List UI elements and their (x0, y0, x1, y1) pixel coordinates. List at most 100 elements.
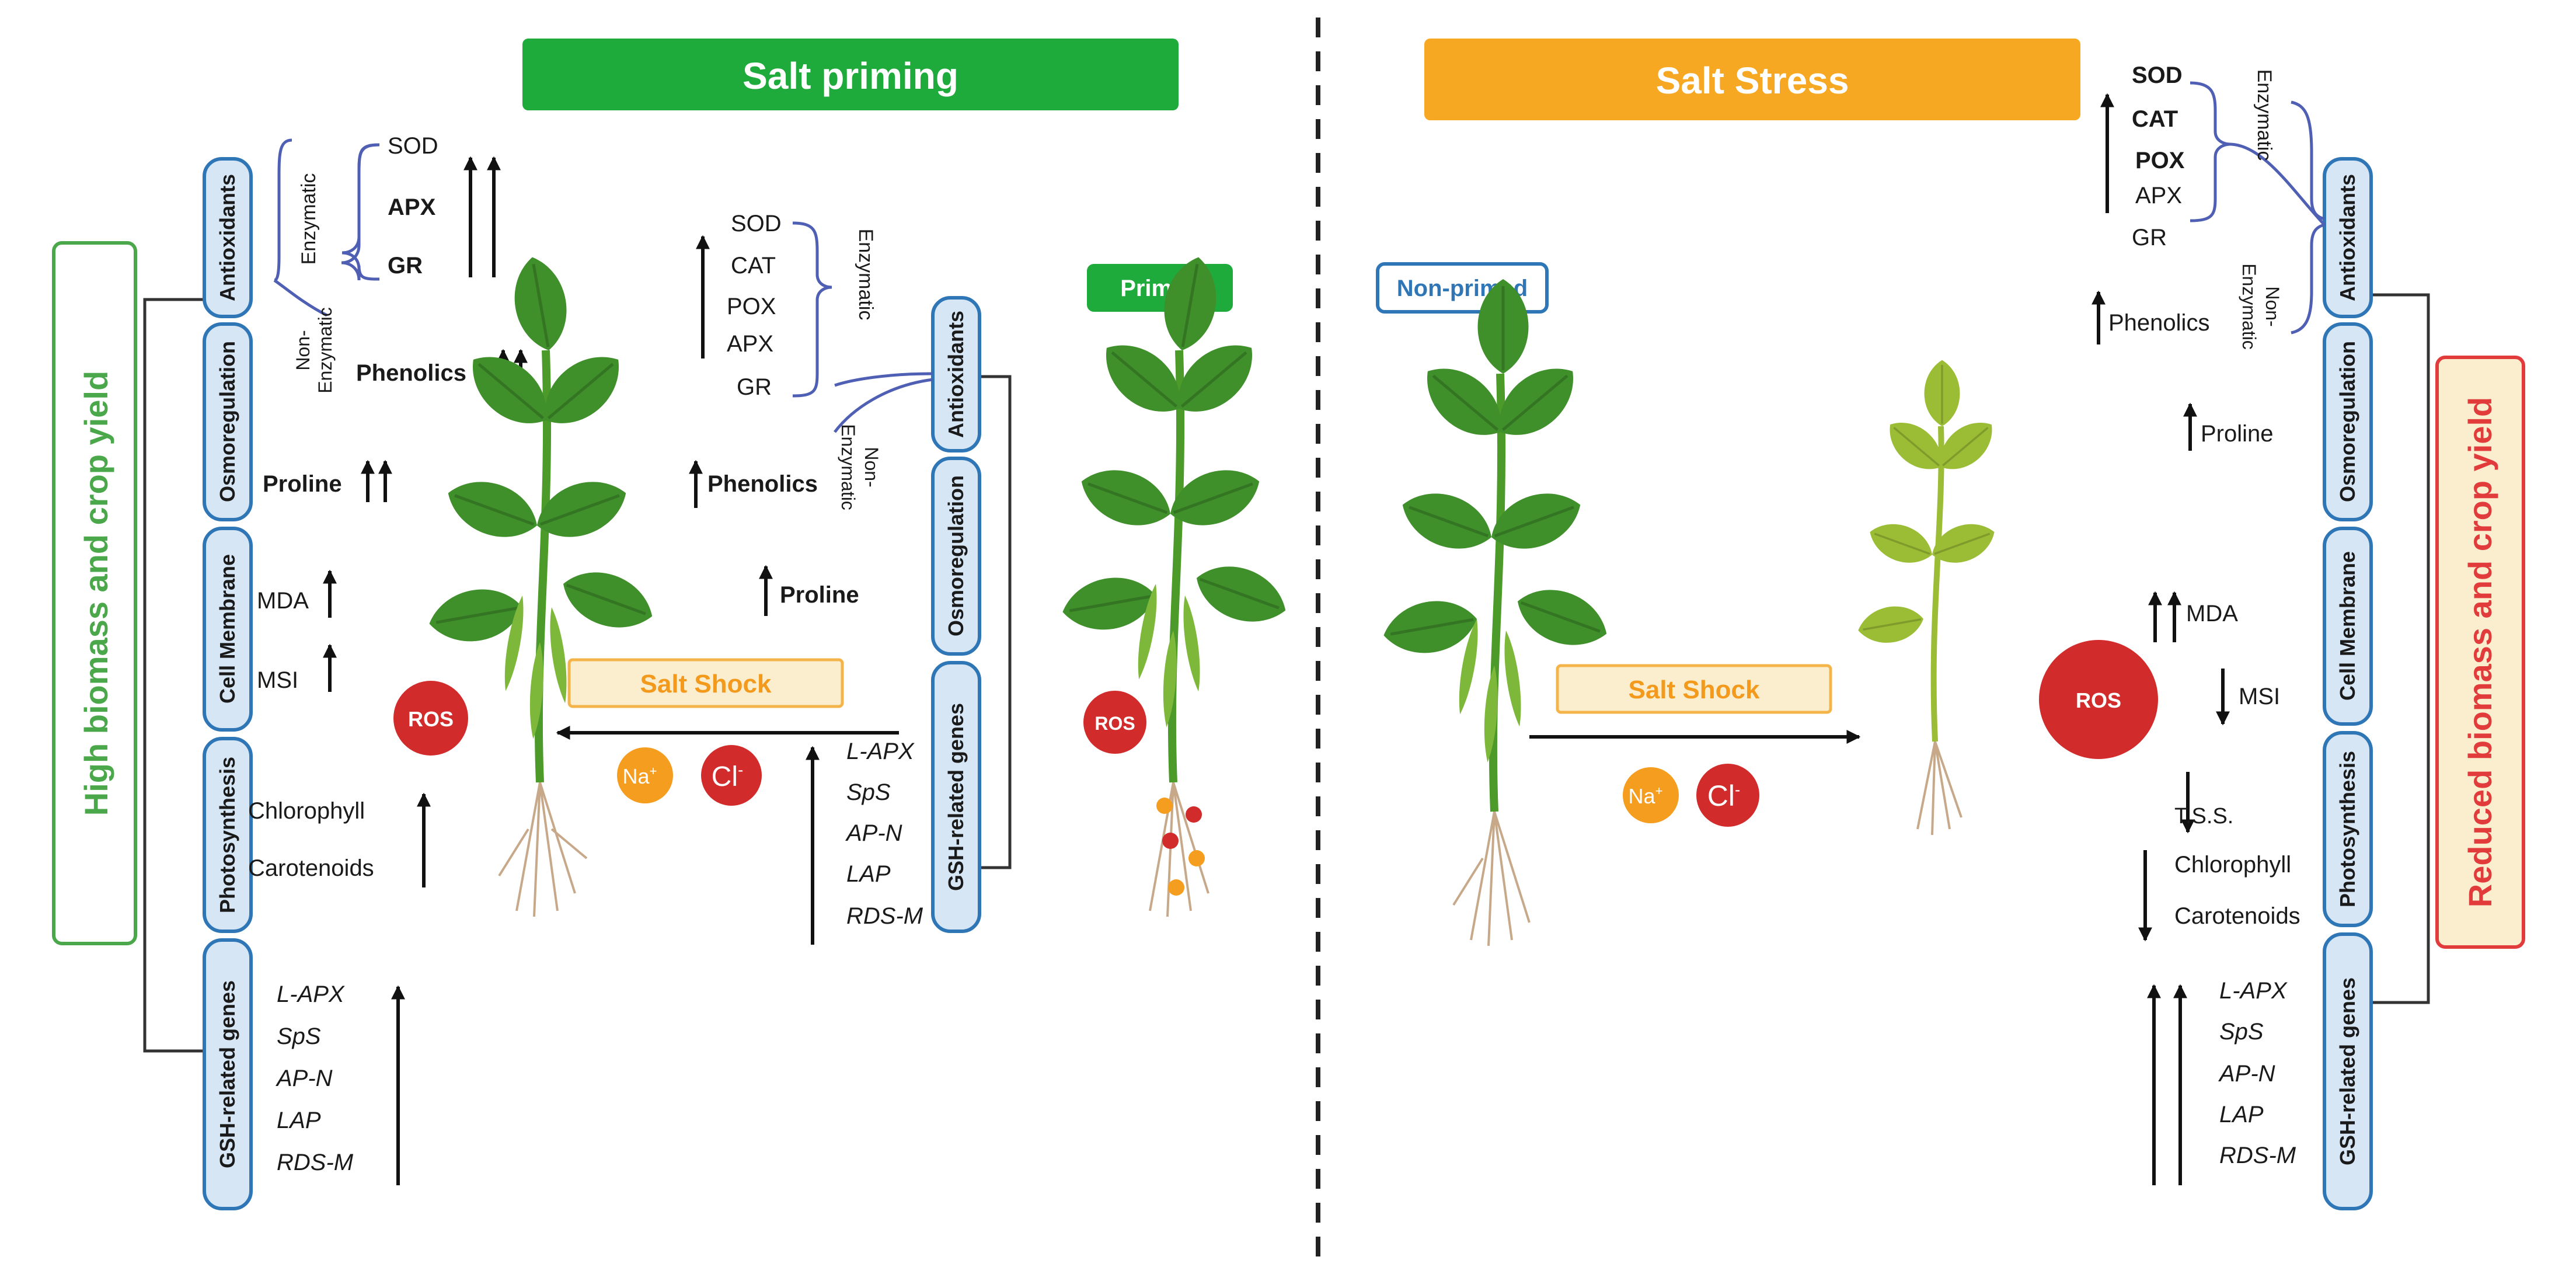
category-osmoregulation: Osmoregulation (2323, 322, 2373, 521)
enzyme-sod: SOD (2132, 62, 2183, 88)
gene-item: LAP (277, 1108, 321, 1133)
right-salt-shock-box: Salt Shock (1556, 664, 1832, 714)
gene-item: AP-N (2218, 1061, 2275, 1087)
svg-text:Salt priming: Salt priming (743, 55, 958, 97)
enzyme-pox: POX (2135, 148, 2185, 173)
chlorophyll-label: Chlorophyll (2174, 852, 2291, 878)
stressed-plant-illustration (1854, 358, 2005, 836)
svg-text:GSH-related genes: GSH-related genes (944, 703, 968, 891)
na-ion: Na+ (1623, 767, 1679, 823)
tss-label: T.S.S. (2174, 804, 2233, 829)
category-gsh-genes: GSH-related genes (931, 661, 981, 933)
right-gene-list: L-APX SpS AP-N LAP RDS-M (2218, 978, 2296, 1168)
non-label: Non- (861, 447, 882, 487)
ros-marker: ROS (2039, 640, 2158, 759)
gene-item: RDS-M (846, 903, 923, 929)
proline-label: Proline (263, 471, 342, 497)
salt-stress-header: Salt Stress (1424, 39, 2080, 120)
enzymatic-label: Enzymatic (855, 229, 877, 321)
msi-label: MSI (257, 667, 298, 693)
svg-text:ROS: ROS (2076, 688, 2121, 712)
enzymatic-label: Enzymatic (298, 173, 320, 265)
enzymatic-label: Enzymatic (315, 307, 336, 394)
msi-label: MSI (2239, 684, 2280, 709)
enzyme-sod: SOD (731, 211, 782, 236)
non-label: Non- (2262, 286, 2283, 326)
svg-text:Osmoregulation: Osmoregulation (215, 341, 239, 502)
gene-item: SpS (277, 1024, 321, 1049)
middle-category-column: Antioxidants Osmoregulation GSH-related … (931, 296, 981, 933)
svg-text:GSH-related genes: GSH-related genes (2336, 977, 2359, 1165)
phenolics-label: Phenolics (2108, 310, 2209, 336)
cl-ion: Cl- (701, 745, 762, 806)
enzymatic-label: Enzymatic (2253, 69, 2275, 161)
gene-item: LAP (846, 861, 891, 887)
svg-text:Salt Shock: Salt Shock (1629, 676, 1760, 704)
category-photosynthesis: Photosynthesis (2323, 731, 2373, 927)
left-category-column: Antioxidants Osmoregulation Cell Membran… (203, 157, 253, 1210)
carotenoids-label: Carotenoids (248, 855, 374, 881)
gene-item: RDS-M (2219, 1143, 2296, 1168)
svg-text:Cl-: Cl- (712, 761, 744, 792)
middle-gene-list: L-APX SpS AP-N LAP RDS-M (845, 739, 923, 929)
chlorophyll-label: Chlorophyll (248, 798, 365, 824)
enzyme-sod: SOD (388, 133, 438, 159)
reduced-yield-label: Reduced biomass and crop yield (2435, 356, 2525, 949)
ros-marker: ROS (1083, 691, 1146, 754)
middle-connector (979, 375, 1012, 869)
svg-text:Na+: Na+ (623, 764, 657, 788)
cl-ion: Cl- (1696, 764, 1759, 827)
primed-plant-illustration (1058, 253, 1294, 917)
non-label: Non- (292, 330, 313, 370)
category-osmoregulation: Osmoregulation (931, 457, 981, 656)
gene-item: SpS (846, 779, 891, 805)
middle-antioxidant-bracket (792, 221, 933, 433)
category-antioxidants: Antioxidants (931, 296, 981, 452)
non-primed-plant-illustration (1379, 279, 1615, 946)
category-photosynthesis: Photosynthesis (203, 737, 253, 933)
svg-text:Osmoregulation: Osmoregulation (2336, 341, 2359, 502)
mda-label: MDA (257, 588, 309, 614)
svg-text:Cl-: Cl- (1707, 779, 1741, 812)
enzyme-pox: POX (727, 294, 776, 319)
carotenoids-label: Carotenoids (2174, 903, 2300, 929)
svg-text:Na+: Na+ (1629, 784, 1663, 808)
enzyme-apx: APX (388, 194, 436, 220)
category-antioxidants: Antioxidants (2323, 157, 2373, 318)
svg-text:High biomass and crop yield: High biomass and crop yield (78, 371, 114, 816)
left-antioxidant-bracket (273, 138, 380, 317)
mda-label: MDA (2186, 601, 2238, 626)
gene-item: RDS-M (277, 1150, 354, 1175)
enzyme-cat: CAT (2132, 106, 2178, 132)
gene-item: AP-N (845, 820, 902, 846)
gene-item: L-APX (277, 981, 345, 1007)
gene-item: SpS (2219, 1019, 2264, 1045)
category-cell-membrane: Cell Membrane (203, 527, 253, 732)
enzymatic-label: Enzymatic (838, 424, 859, 510)
proline-label: Proline (2201, 421, 2274, 447)
gene-item: L-APX (846, 739, 915, 764)
right-connector (2371, 293, 2430, 1004)
category-osmoregulation: Osmoregulation (203, 322, 253, 521)
proline-label: Proline (780, 582, 859, 608)
enzymatic-label: Enzymatic (2239, 263, 2260, 350)
gene-item: L-APX (2219, 978, 2288, 1004)
gene-item: AP-N (276, 1066, 333, 1091)
left-gene-list: L-APX SpS AP-N LAP RDS-M (276, 981, 354, 1175)
svg-text:ROS: ROS (408, 707, 454, 731)
high-yield-label: High biomass and crop yield (52, 241, 137, 945)
salt-priming-header: Salt priming (522, 39, 1179, 110)
enzyme-gr: GR (388, 253, 423, 279)
right-category-column: Antioxidants Osmoregulation Cell Membran… (2323, 157, 2373, 1210)
svg-text:Cell Membrane: Cell Membrane (2336, 551, 2359, 701)
svg-text:ROS: ROS (1094, 713, 1135, 734)
svg-text:GSH-related genes: GSH-related genes (215, 980, 239, 1168)
category-cell-membrane: Cell Membrane (2323, 527, 2373, 726)
svg-text:Photosynthesis: Photosynthesis (2336, 751, 2359, 907)
enzyme-cat: CAT (731, 253, 776, 279)
svg-text:Osmoregulation: Osmoregulation (944, 475, 968, 636)
svg-text:Salt Shock: Salt Shock (640, 670, 772, 698)
svg-text:Antioxidants: Antioxidants (2336, 174, 2359, 301)
enzyme-apx: APX (2135, 183, 2182, 208)
